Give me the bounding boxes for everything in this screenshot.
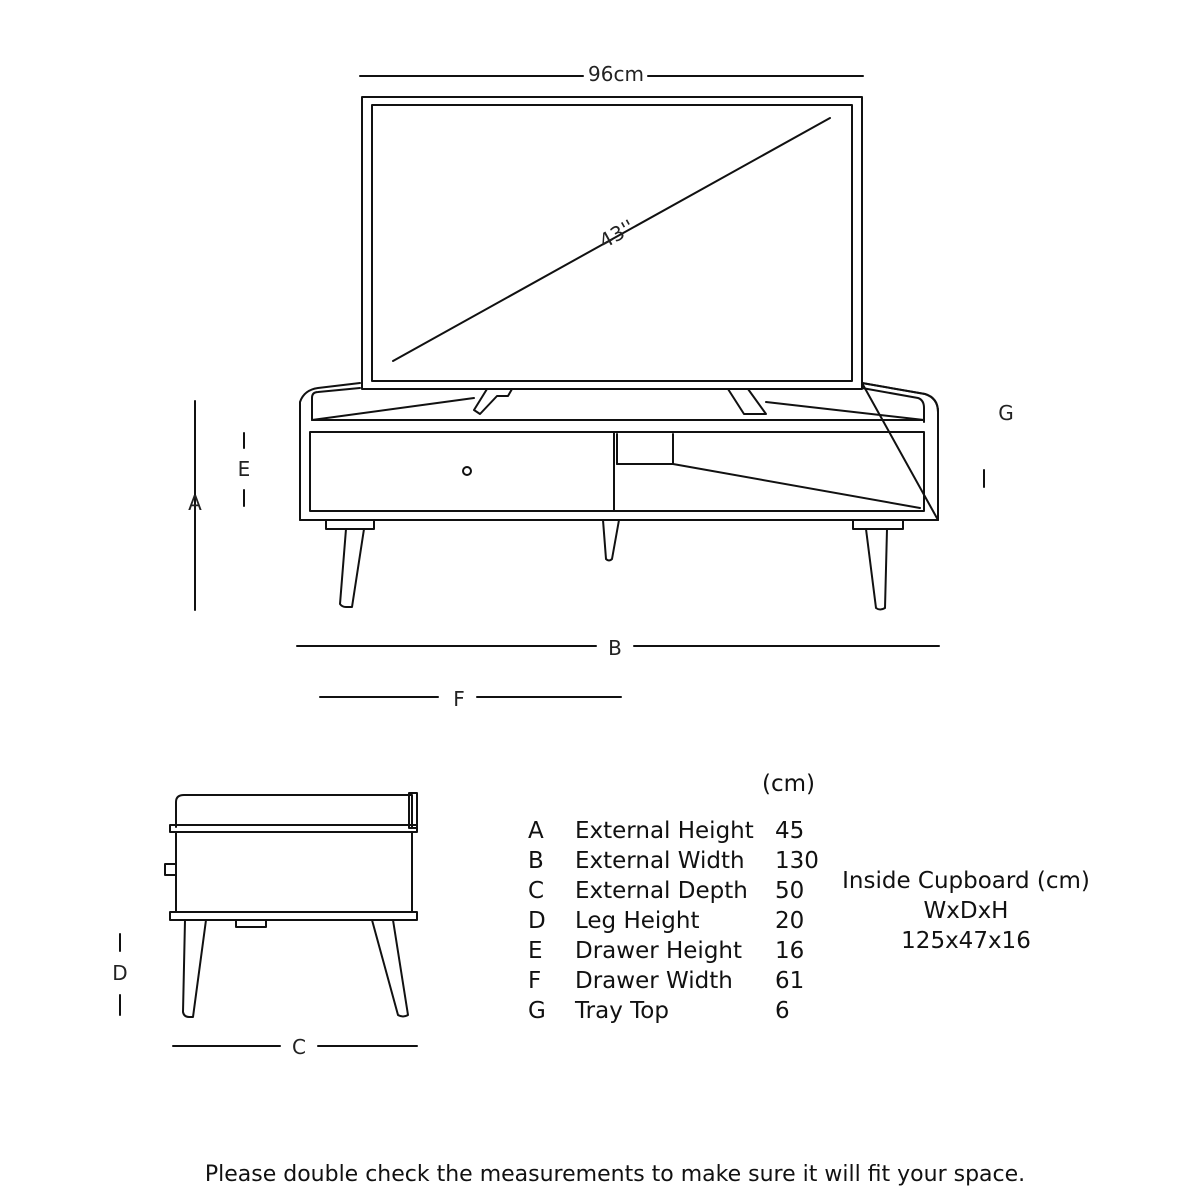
measurement-key: E [528,938,543,964]
front-view: 96cm 43'' [188,62,1014,711]
side-tray-top [175,794,413,828]
leg-right [865,528,888,611]
measurement-name: External Width [575,848,745,874]
footer-note: Please double check the measurements to … [205,1162,1025,1187]
shelf-back-panel [616,433,674,465]
dimension-g-label: G [998,401,1014,425]
side-leg-front [182,919,207,1018]
measurement-value: 61 [775,968,804,994]
leg-cap-right [852,519,904,530]
side-middle-leg-cap [235,919,267,928]
measurement-value: 20 [775,908,804,934]
tray-right-lip [861,387,925,423]
side-leg-back [371,919,409,1018]
side-top-panel [169,824,418,833]
measurement-key: G [528,998,546,1024]
tray-left-lip [311,387,361,421]
inside-cupboard-title: Inside Cupboard (cm) [842,868,1090,894]
measurement-value: 130 [775,848,819,874]
measurement-name: Leg Height [575,908,700,934]
side-tray-lip [408,792,418,829]
side-bottom-panel [169,911,418,921]
measurement-table: (cm) A External Height 45B External Width 13… [528,771,819,1024]
measurement-value: 50 [775,878,804,904]
tv-width-label: 96cm [588,62,644,86]
measurement-key: C [528,878,544,904]
leg-middle [602,519,620,562]
measurement-name: External Height [575,818,754,844]
measurement-key: B [528,848,544,874]
tv-foot-right [727,388,767,415]
unit-header: (cm) [762,771,815,797]
measurement-key: A [528,818,544,844]
inside-cupboard-info: Inside Cupboard (cm) WxDxH 125x47x16 [842,868,1090,954]
cabinet-right-side [861,382,939,521]
tray-slope-left [311,397,475,421]
dimension-d-label: D [112,961,127,985]
tv-diagonal-label: 43'' [595,215,639,254]
tv-screen [371,104,853,382]
shelf-diagonal [672,463,921,509]
tv-outer-frame [361,96,863,390]
side-drawer-knob [164,863,177,876]
inside-cupboard-dims: 125x47x16 [901,928,1031,954]
dimension-c-label: C [292,1035,306,1059]
measurement-key: F [528,968,541,994]
measurement-key: D [528,908,546,934]
measurement-name: Tray Top [574,998,669,1024]
side-view: D C [112,792,418,1059]
dimension-f-label: F [453,687,465,711]
measurement-name: External Depth [575,878,748,904]
dimension-b-label: B [608,636,622,660]
measurement-value: 16 [775,938,804,964]
drawer-knob [462,466,472,476]
measurement-value: 6 [775,998,790,1024]
open-shelf [613,431,925,512]
dimension-e-label: E [238,457,251,481]
leg-left [339,528,365,608]
tv-foot-left [473,388,513,415]
tv-diagonal-line [392,117,831,362]
tv-cabinet [299,382,939,611]
cabinet-left-side [299,382,361,521]
measurement-name: Drawer Width [575,968,733,994]
dimension-a-label: A [188,491,202,515]
tray-slope-right [765,401,925,421]
drawer-front [309,431,615,512]
leg-cap-left [325,519,375,530]
television: 43'' [361,96,863,415]
inside-cupboard-format: WxDxH [924,898,1009,924]
measurement-value: 45 [775,818,804,844]
measurement-name: Drawer Height [575,938,742,964]
